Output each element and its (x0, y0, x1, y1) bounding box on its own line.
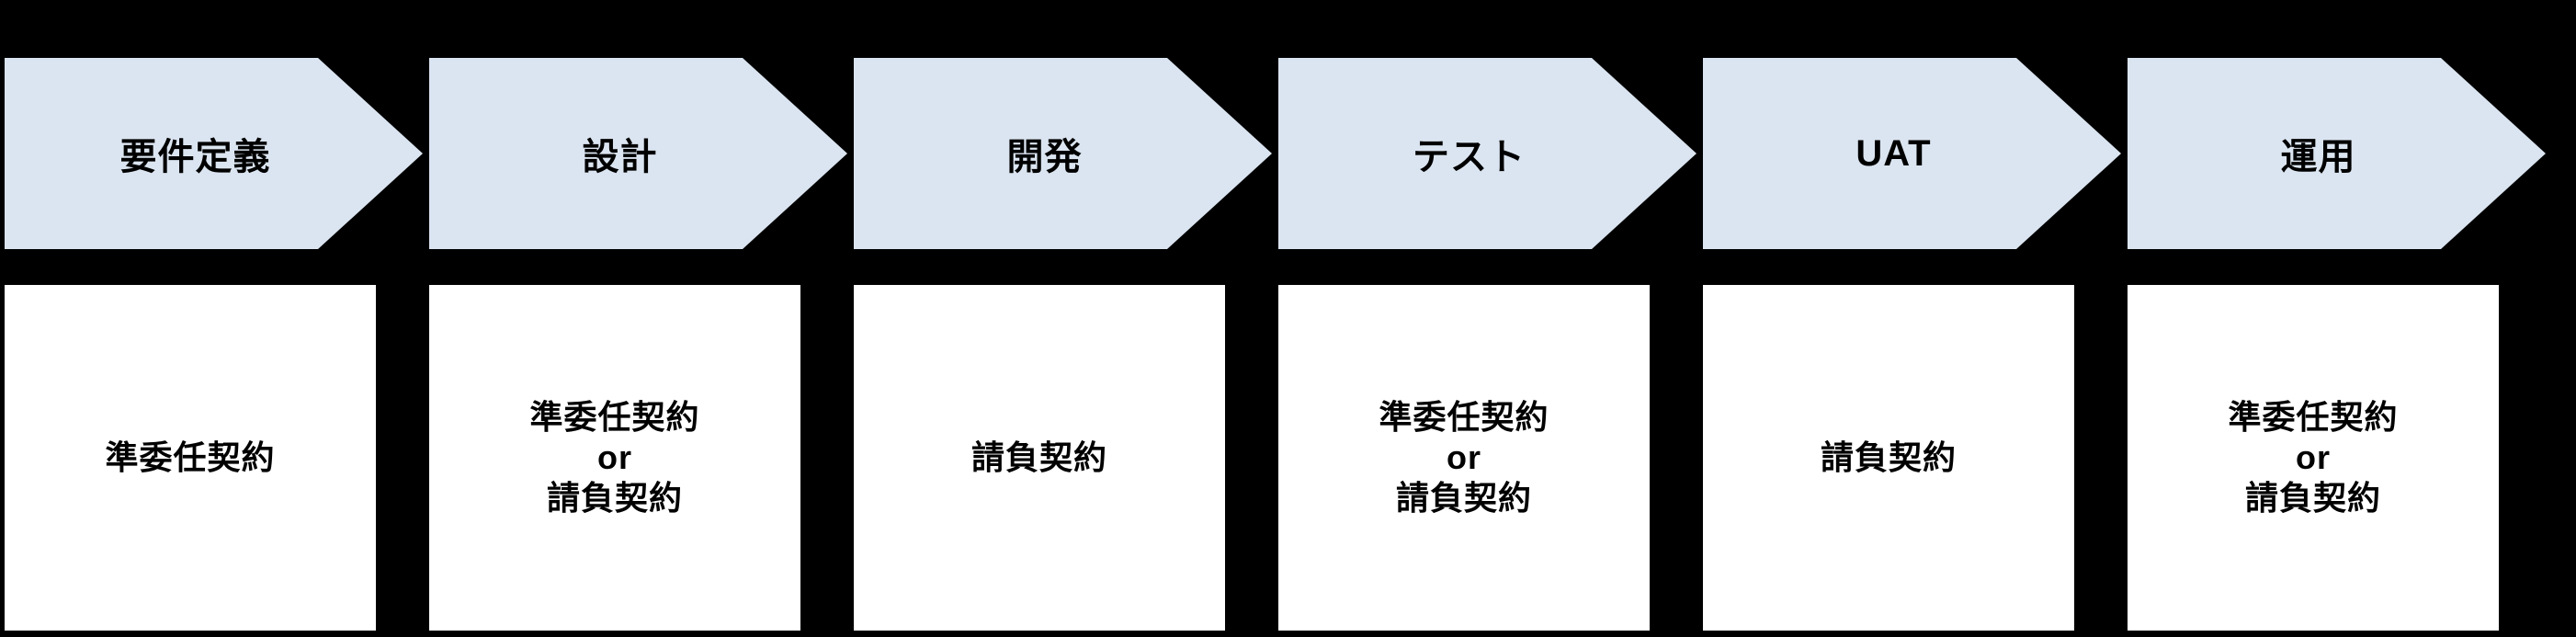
phase-arrow-test: テスト (1278, 58, 1697, 249)
contract-box-label: 準委任契約 or 請負契約 (2228, 398, 2399, 517)
phase-arrow-label: 設計 (582, 137, 658, 177)
contract-box-design: 準委任契約 or 請負契約 (429, 285, 800, 631)
phase-arrow-label: 要件定義 (119, 137, 271, 177)
phase-column-requirements: 要件定義 準委任契約 (5, 0, 429, 637)
phase-arrow-label: 運用 (2280, 137, 2356, 177)
contract-box-label: 準委任契約 or 請負契約 (1379, 398, 1549, 517)
phase-arrow-operation: 運用 (2128, 58, 2546, 249)
contract-box-test: 準委任契約 or 請負契約 (1278, 285, 1650, 631)
contract-box-operation: 準委任契約 or 請負契約 (2128, 285, 2499, 631)
contract-box-development: 請負契約 (854, 285, 1225, 631)
contract-box-label: 請負契約 (1820, 438, 1957, 477)
phase-column-uat: UAT 請負契約 (1703, 0, 2128, 637)
phase-column-operation: 運用 準委任契約 or 請負契約 (2128, 0, 2552, 637)
phase-column-design: 設計 準委任契約 or 請負契約 (429, 0, 854, 637)
phase-arrow-uat: UAT (1703, 58, 2121, 249)
contract-box-label: 準委任契約 (105, 438, 276, 477)
phase-arrow-design: 設計 (429, 58, 847, 249)
phase-arrow-development: 開発 (854, 58, 1272, 249)
phase-arrow-label: 開発 (1006, 137, 1083, 177)
contract-box-label: 準委任契約 or 請負契約 (529, 398, 700, 517)
phase-arrow-requirements: 要件定義 (5, 58, 423, 249)
phase-arrow-label: UAT (1855, 132, 1932, 174)
contract-box-requirements: 準委任契約 (5, 285, 376, 631)
phase-column-development: 開発 請負契約 (854, 0, 1278, 637)
phase-arrow-label: テスト (1413, 137, 1526, 177)
contract-box-uat: 請負契約 (1703, 285, 2074, 631)
phase-column-test: テスト 準委任契約 or 請負契約 (1278, 0, 1703, 637)
contract-box-label: 請負契約 (970, 438, 1107, 477)
